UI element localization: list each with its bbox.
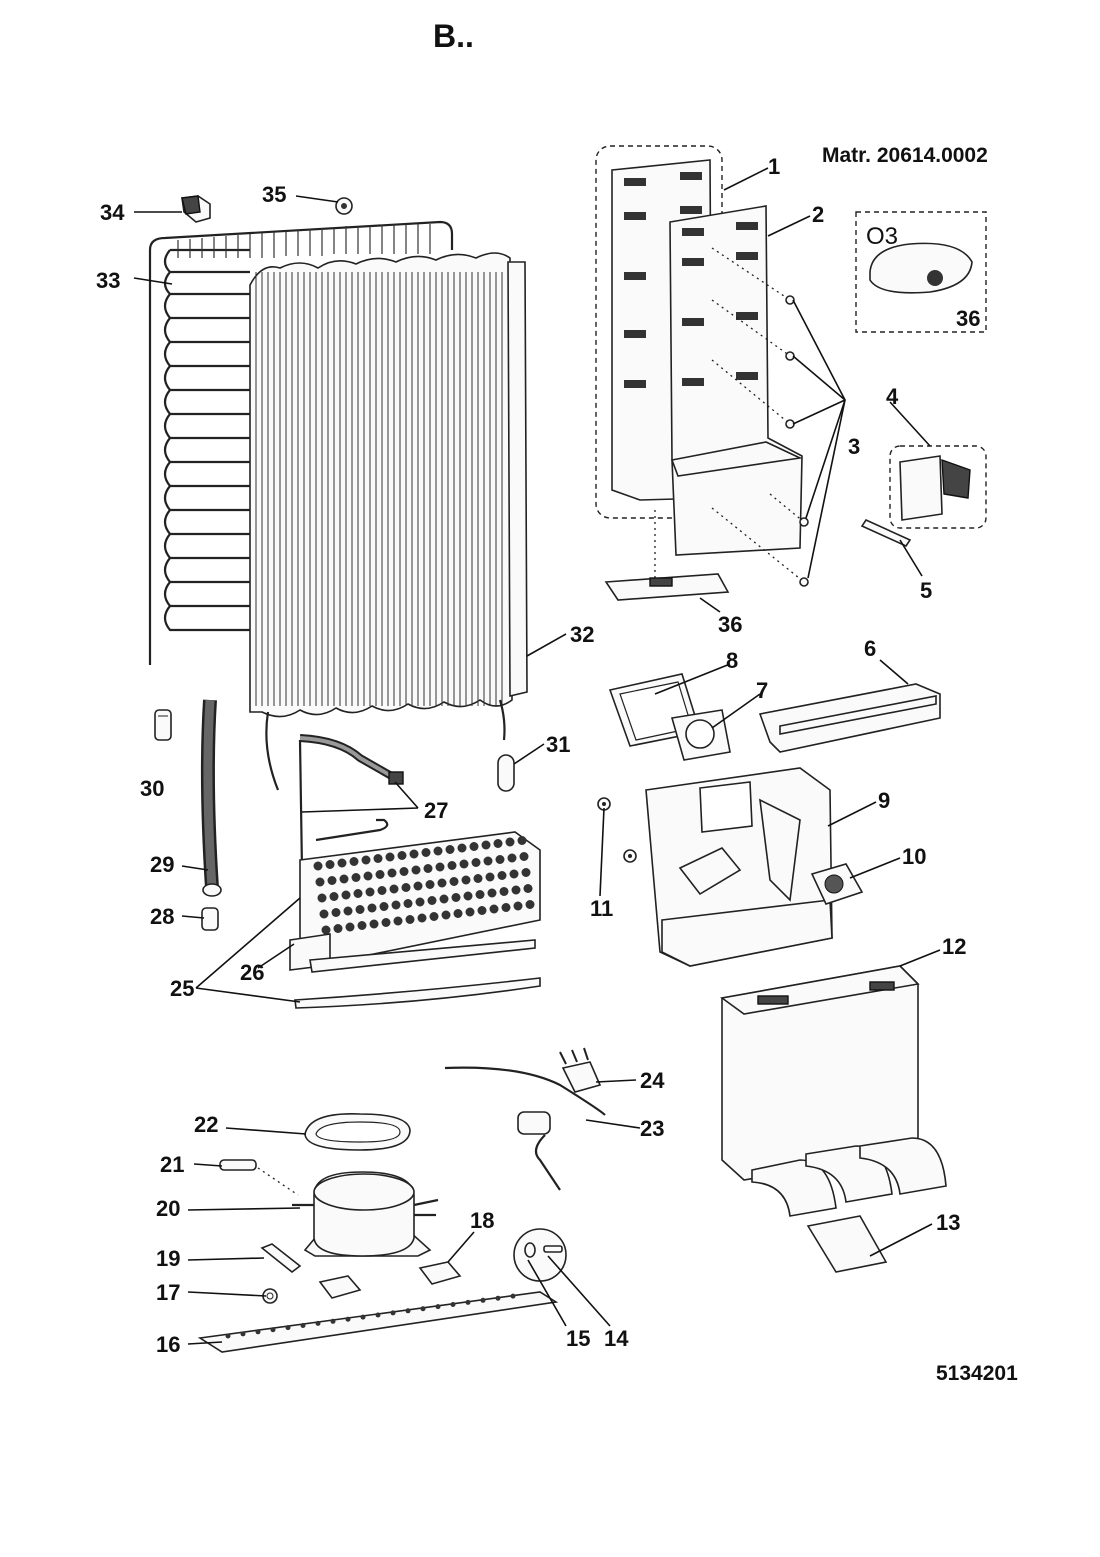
inset-callout-36: 36 <box>956 306 980 331</box>
callout-12: 12 <box>942 934 966 959</box>
callout-6: 6 <box>864 636 876 661</box>
part-28-cap <box>201 907 219 931</box>
part-4-switch-box <box>889 445 987 529</box>
callout-35: 35 <box>262 182 286 207</box>
part-20-compressor <box>292 1171 439 1257</box>
callout-labels: 1 2 3 4 5 6 7 8 9 10 11 12 13 14 15 16 1… <box>96 154 980 1357</box>
inset-o3-label: O3 <box>866 223 898 250</box>
callout-5: 5 <box>920 578 932 603</box>
callout-25: 25 <box>170 976 194 1001</box>
part-16-base-plate <box>197 1291 559 1353</box>
callout-17: 17 <box>156 1280 180 1305</box>
part-30-connector <box>154 709 172 741</box>
part-35-grommet <box>335 197 353 215</box>
diagram-title: B.. <box>433 18 474 54</box>
part-36-bottom-cap <box>604 510 730 601</box>
callout-9: 9 <box>878 788 890 813</box>
document-number: 5134201 <box>936 1362 1018 1385</box>
part-3-screws <box>711 247 846 587</box>
part-18b-block <box>318 1275 362 1299</box>
callout-29: 29 <box>150 852 174 877</box>
callout-2: 2 <box>812 202 824 227</box>
callout-22: 22 <box>194 1112 218 1137</box>
part-33-condenser-coil <box>148 220 454 665</box>
callout-11: 11 <box>590 896 613 921</box>
callout-1: 1 <box>768 154 780 179</box>
inset-o3 <box>855 211 987 333</box>
callout-23: 23 <box>640 1116 664 1141</box>
callout-30: 30 <box>140 776 164 801</box>
part-13-shelf-supports <box>751 1137 947 1273</box>
callout-28: 28 <box>150 904 174 929</box>
part-18-block <box>418 1261 462 1285</box>
part-24-power-cord <box>444 1047 606 1116</box>
part-27-thermostat-probe <box>298 734 404 871</box>
part-21-pipe <box>219 1159 299 1196</box>
part-19-bracket <box>260 1243 302 1274</box>
callout-26: 26 <box>240 960 264 985</box>
part-34-clip <box>181 195 211 223</box>
part-10-fan-motor <box>810 863 864 905</box>
callout-10: 10 <box>902 844 926 869</box>
part-31-capsule <box>497 754 515 792</box>
callout-34: 34 <box>100 200 125 225</box>
part-9-frame <box>645 767 833 967</box>
part-6-light-cover <box>758 683 941 753</box>
part-32-condenser-panel <box>249 252 528 791</box>
leader-lines <box>133 167 941 1345</box>
part-22-clamp-band <box>304 1113 411 1151</box>
callout-31: 31 <box>546 732 570 757</box>
part-25-gasket <box>294 977 541 1009</box>
part-7-fan-housing <box>670 709 731 761</box>
callout-7: 7 <box>756 678 768 703</box>
callout-3: 3 <box>848 434 860 459</box>
callout-32: 32 <box>570 622 594 647</box>
callout-21: 21 <box>160 1152 184 1177</box>
part-14-15-detail <box>513 1228 567 1282</box>
part-23-capacitor <box>517 1111 561 1191</box>
part-12-housing <box>720 965 920 1181</box>
callout-18: 18 <box>470 1208 494 1233</box>
part-5-screwdriver-bit <box>860 518 912 548</box>
callout-14: 14 <box>604 1326 629 1351</box>
callout-36: 36 <box>718 612 742 637</box>
callout-20: 20 <box>156 1196 180 1221</box>
callout-19: 19 <box>156 1246 180 1271</box>
material-number: Matr. 20614.0002 <box>822 144 988 167</box>
callout-24: 24 <box>640 1068 665 1093</box>
callout-8: 8 <box>726 648 738 673</box>
callout-13: 13 <box>936 1210 960 1235</box>
callout-15: 15 <box>566 1326 590 1351</box>
part-26-evaporator <box>289 831 541 973</box>
callout-16: 16 <box>156 1332 180 1357</box>
callout-27: 27 <box>424 798 448 823</box>
callout-4: 4 <box>886 384 899 409</box>
part-29-drain-hose <box>200 699 222 897</box>
callout-33: 33 <box>96 268 120 293</box>
